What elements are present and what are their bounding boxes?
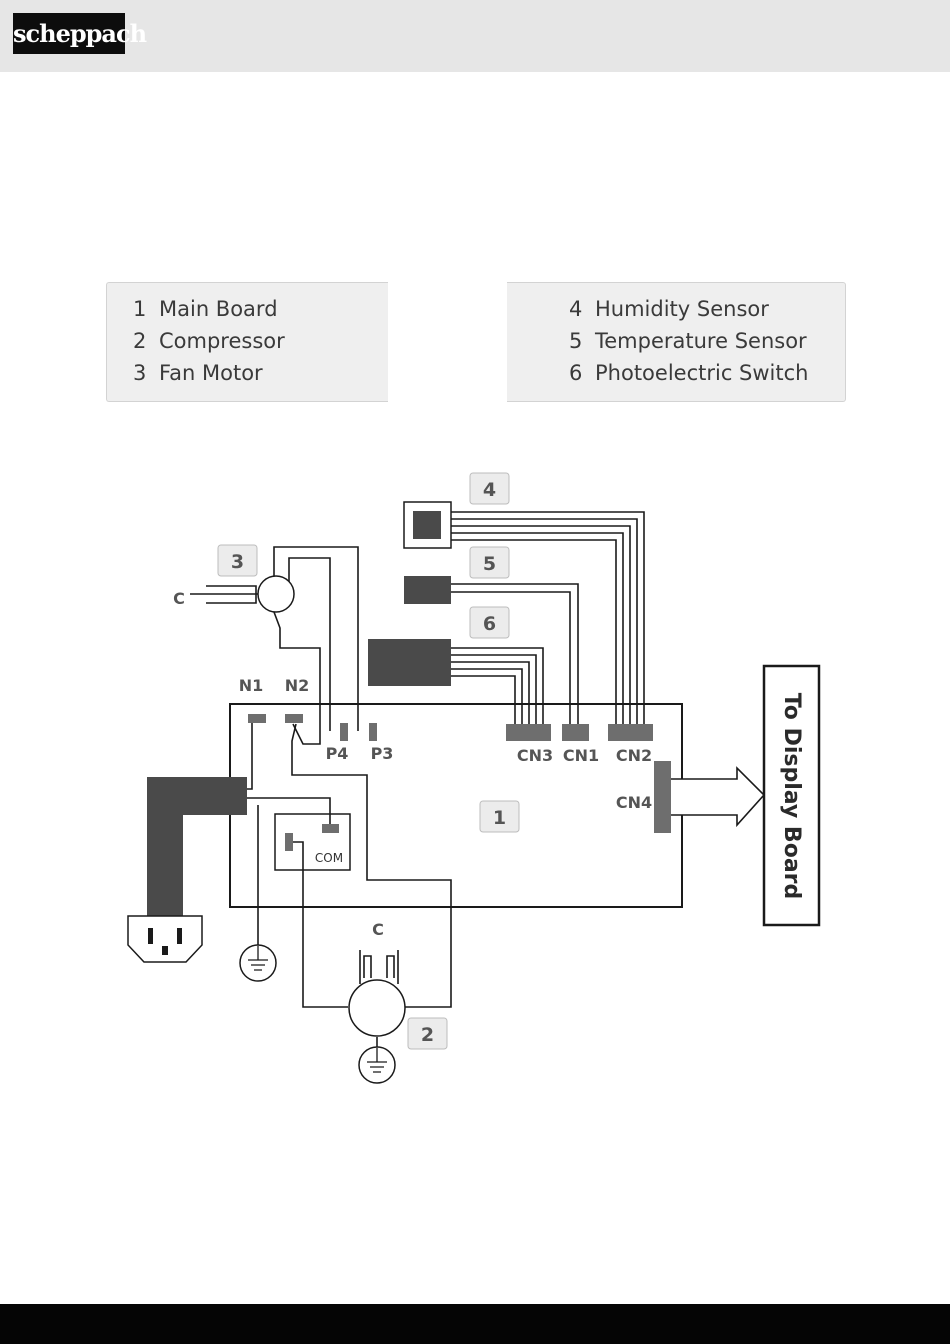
com-label: COM [315,851,343,865]
legend-number: 3 [133,357,159,389]
legend-label: Humidity Sensor [595,297,769,321]
legend-label: Compressor [159,329,285,353]
cn1-connector [562,724,589,741]
cn1-label: CN1 [563,746,599,765]
plug-pin [148,928,153,944]
relay-wire [288,842,348,1007]
badge-label: 4 [483,479,496,501]
signal-arrow-icon [671,768,764,825]
badge-6: 6 [470,607,509,638]
cn4-label: CN4 [616,793,652,812]
p4-label: P4 [326,744,349,763]
cn2-connector [608,724,653,741]
legend-number: 1 [133,293,159,325]
photoelectric-wire [451,669,522,724]
compressor-capacitor-label: C [372,920,384,939]
photoelectric-wire [451,676,515,724]
badge-3: 3 [218,545,257,576]
ground-symbol-icon [240,945,276,981]
fan-motor [258,576,294,612]
fan-capacitor-label: C [173,589,185,608]
temperature-sensor [404,576,451,604]
badge-5: 5 [470,547,509,578]
badge-label: 5 [483,553,496,575]
fan-wire-p4 [289,558,330,731]
badge-2: 2 [408,1018,447,1049]
photoelectric-switch [368,639,451,686]
badge-label: 2 [421,1024,434,1046]
legend-label: Photoelectric Switch [595,361,808,385]
fan-capacitor-leads [190,586,260,603]
humidity-sensor-element [413,511,441,539]
wiring-diagram: To Display Board 1 2 3 4 5 6 N1 N2 P4 P3… [0,460,950,1100]
badge-label: 6 [483,613,496,635]
p3-connector [369,723,377,741]
legend-number: 6 [569,357,595,389]
com-connector [322,824,339,833]
p4-connector [340,723,348,741]
compressor [349,980,405,1036]
legend-number: 2 [133,325,159,357]
n2-connector [285,714,303,723]
legend-number: 4 [569,293,595,325]
cn3-label: CN3 [517,746,553,765]
n1-connector [248,714,266,723]
legend-label: Fan Motor [159,361,263,385]
cn2-label: CN2 [616,746,652,765]
p3-label: P3 [371,744,394,763]
badge-1: 1 [480,801,519,832]
compressor-capacitor-leads [360,950,398,984]
plug-pin [177,928,182,944]
legend-label: Temperature Sensor [595,329,807,353]
display-board-label: To Display Board [779,693,804,900]
n1-label: N1 [239,676,264,695]
power-plug [128,916,202,962]
badge-label: 3 [231,551,244,573]
cn3-connector [506,724,551,741]
cn4-connector [654,761,671,833]
plug-pin [162,946,168,955]
scheppach-logo: scheppach [13,13,125,54]
badge-4: 4 [470,473,509,504]
legend-label: Main Board [159,297,278,321]
photoelectric-wire [451,662,529,724]
page-header: scheppach [0,0,950,72]
compressor-ground-symbol-icon [359,1047,395,1083]
relay-contact [285,833,293,851]
legend-number: 5 [569,325,595,357]
n2-label: N2 [285,676,310,695]
photoelectric-wire [451,655,536,724]
power-cord [147,777,247,916]
page-footer [0,1304,950,1344]
badge-label: 1 [493,807,506,829]
